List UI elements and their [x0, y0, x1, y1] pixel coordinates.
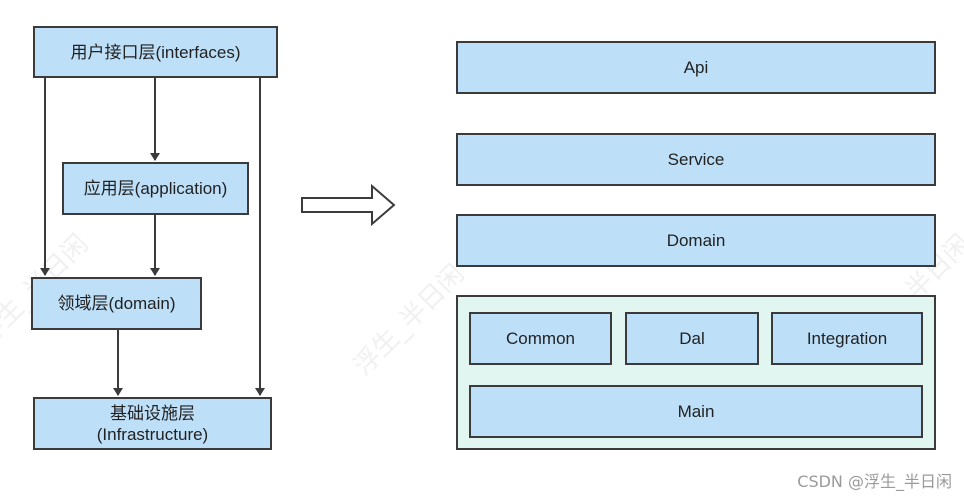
api-module-box: Api: [456, 41, 936, 94]
integration-module-box: Integration: [771, 312, 923, 365]
application-layer-label: 应用层(application): [83, 179, 228, 198]
common-module-label: Common: [506, 329, 575, 348]
interfaces-layer-label: 用户接口层(interfaces): [70, 42, 241, 62]
service-module-box: Service: [456, 133, 936, 186]
domain-layer-box: 领域层(domain): [31, 277, 202, 330]
source-credit: CSDN @浮生_半日闲: [797, 472, 952, 491]
domain-module-box: Domain: [456, 214, 936, 267]
interfaces-layer-box: 用户接口层(interfaces): [33, 26, 278, 78]
domain-layer-label: 领域层(domain): [57, 294, 176, 313]
domain-module-label: Domain: [666, 231, 726, 250]
api-module-label: Api: [683, 58, 709, 77]
main-module-box: Main: [469, 385, 923, 438]
integration-module-label: Integration: [806, 329, 888, 348]
infrastructure-layer-box: 基础设施层 (Infrastructure): [33, 397, 272, 450]
service-module-label: Service: [667, 150, 725, 169]
main-module-label: Main: [677, 402, 715, 421]
dal-module-label: Dal: [679, 329, 705, 348]
transform-arrow: [301, 183, 396, 227]
dal-module-box: Dal: [625, 312, 759, 365]
infrastructure-layer-label: 基础设施层: [110, 403, 195, 423]
infrastructure-layer-sublabel: (Infrastructure): [96, 424, 209, 444]
application-layer-box: 应用层(application): [62, 162, 249, 215]
common-module-box: Common: [469, 312, 612, 365]
